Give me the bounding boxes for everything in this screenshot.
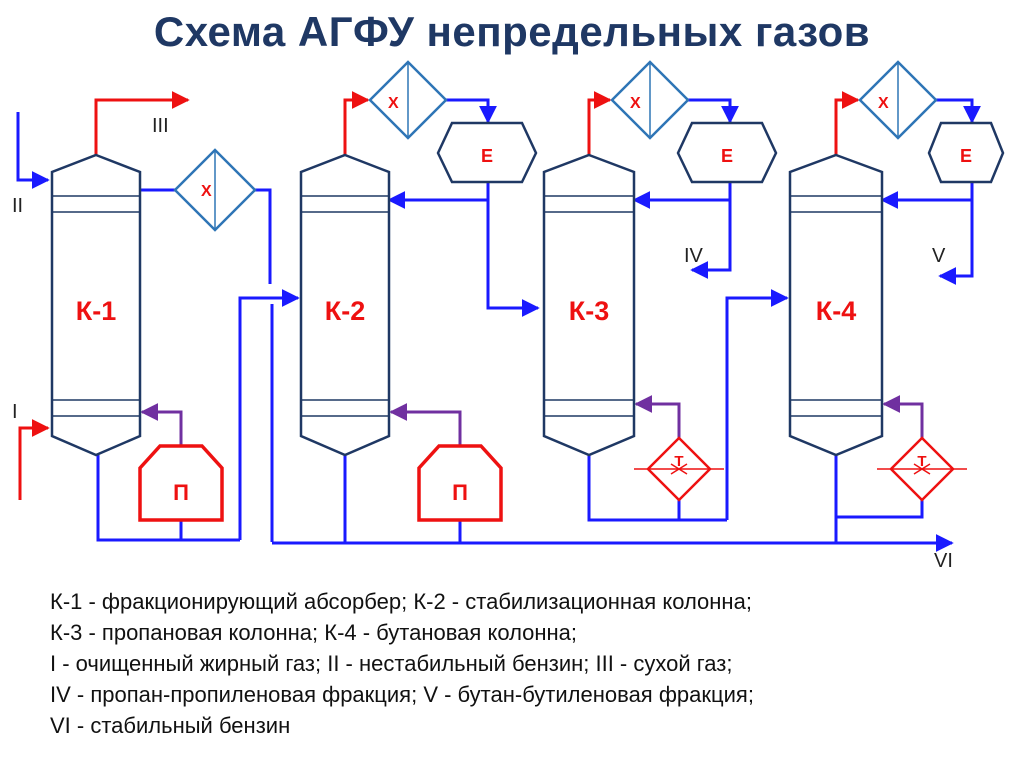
stream-IV-line (690, 200, 732, 279)
legend-line: К-3 - пропановая колонна; К-4 - бутанова… (50, 620, 578, 645)
stream-label-IV: IV (684, 245, 704, 267)
stream-label-VI: VI (934, 550, 953, 572)
k2-overhead-line (343, 91, 370, 155)
stream-label-III: III (152, 115, 169, 137)
furnace-label: П (452, 480, 468, 505)
k4-cooler-to-vessel (928, 98, 981, 124)
column-k1: К-1 (50, 153, 142, 457)
stream-V-line (938, 200, 974, 285)
blue-pipelines (16, 98, 981, 552)
cooler-4: Х (858, 60, 938, 140)
column-k3: К-3 (542, 153, 636, 457)
legend-line: IV - пропан-пропиленовая фракция; V - бу… (50, 682, 754, 707)
legend-line: VI - стабильный бензин (50, 713, 291, 738)
column-label-k4: К-4 (816, 296, 857, 326)
feed-II-line (16, 112, 50, 189)
column-label-k1: К-1 (76, 296, 117, 326)
page-title: Схема АГФУ непредельных газов (153, 8, 871, 55)
furnace-label: П (173, 480, 189, 505)
stream-III-line (94, 91, 190, 155)
column-label-k2: К-2 (325, 296, 366, 326)
cooler-label: Х (878, 95, 889, 112)
k1-reboil-return (140, 403, 183, 446)
k4-overhead-line (834, 91, 860, 155)
vessel-label: Е (481, 146, 493, 166)
legend: К-1 - фракционирующий абсорбер; К-2 - ст… (50, 586, 754, 741)
heater-label: Т (917, 453, 926, 470)
vessel-2: Е (676, 121, 778, 184)
cooler-label: Х (388, 95, 399, 112)
cooler-to-k2-line (254, 188, 272, 284)
column-k2: К-2 (299, 153, 391, 457)
k4-reboil-return (882, 395, 924, 438)
k4-feed-line (725, 289, 789, 520)
k3-reboil-return (634, 395, 681, 438)
furnace-2: П (417, 444, 503, 522)
k3-overhead-line (587, 91, 612, 155)
k2-reboil-return (389, 403, 462, 446)
purple-returns (140, 395, 924, 446)
cooler-label: Х (630, 95, 641, 112)
heater-2: Т (877, 436, 967, 502)
cooler-2: Х (368, 60, 448, 140)
stream-label-V: V (932, 245, 946, 267)
cooler-1: Х (173, 148, 257, 232)
feed-I-line (18, 419, 50, 500)
legend-line: I - очищенный жирный газ; II - нестабиль… (50, 651, 733, 676)
k3-cooler-to-vessel (680, 98, 739, 124)
legend-line: К-1 - фракционирующий абсорбер; К-2 - ст… (50, 589, 752, 614)
heater-1: Т (634, 436, 724, 502)
red-pipelines (18, 91, 860, 500)
k3-feed-line (486, 200, 540, 317)
stream-label-II: II (12, 195, 23, 217)
heater-label: Т (674, 453, 683, 470)
k4-bottom-line (834, 455, 924, 519)
vessel-1: Е (436, 121, 538, 184)
column-label-k3: К-3 (569, 296, 610, 326)
cooler-3: Х (610, 60, 690, 140)
k2-cooler-to-vessel (432, 98, 497, 124)
cooler-label: Х (201, 183, 212, 200)
k1-bottom-line (96, 455, 240, 542)
stream-label-I: I (12, 401, 18, 423)
vessel-3: Е (927, 121, 1005, 184)
furnace-1: П (138, 444, 224, 522)
vessel-label: Е (960, 146, 972, 166)
vessel-label: Е (721, 146, 733, 166)
column-k4: К-4 (788, 153, 884, 457)
k2-feed-line (238, 289, 300, 540)
k3-bottom-line (587, 455, 681, 522)
